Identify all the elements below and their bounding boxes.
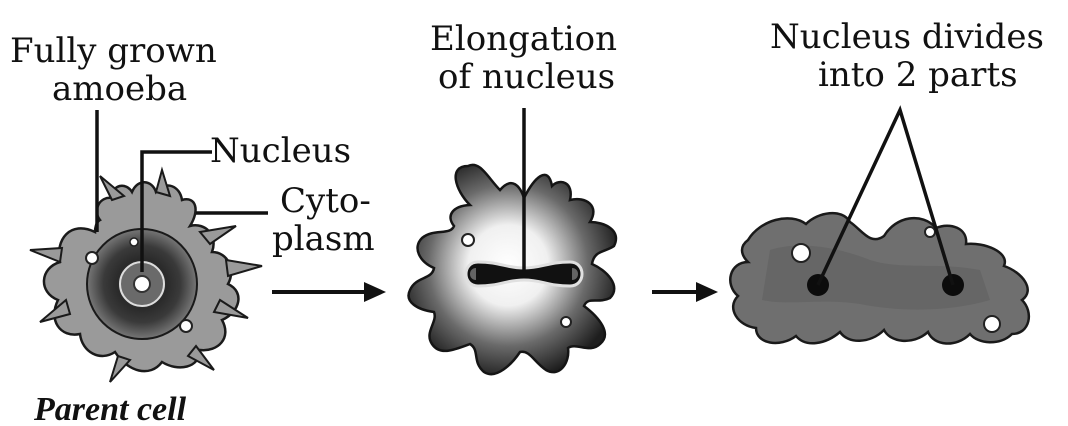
arrow-1: [272, 282, 386, 302]
label-into-2-parts: into 2 parts: [818, 55, 1018, 95]
parent-vacuole-1: [86, 252, 98, 264]
label-amoeba: amoeba: [52, 69, 187, 109]
division-vacuole-3: [984, 316, 1000, 332]
arrow-2: [652, 282, 718, 302]
parent-vacuole-3: [130, 238, 138, 246]
label-nucleus-divides: Nucleus divides: [770, 17, 1044, 57]
elongation-vacuole-2: [561, 317, 571, 327]
label-parent-cell: Parent cell: [33, 391, 187, 426]
parent-cell-group: Fully grown amoeba Nucleus Cyto- plasm P…: [10, 31, 375, 426]
label-plasm: plasm: [272, 219, 375, 259]
elongation-stage-group: Elongation of nucleus: [409, 19, 617, 374]
label-fully-grown: Fully grown: [10, 31, 217, 71]
label-of-nucleus: of nucleus: [438, 57, 615, 97]
elongation-vacuole-1: [462, 234, 474, 246]
label-cyto: Cyto-: [280, 181, 371, 221]
parent-nucleolus: [134, 276, 150, 292]
label-nucleus: Nucleus: [210, 131, 351, 171]
parent-vacuole-2: [180, 320, 192, 332]
division-stage-group: Nucleus divides into 2 parts: [730, 17, 1044, 344]
division-vacuole-2: [925, 227, 935, 237]
division-vacuole-1: [792, 244, 810, 262]
label-elongation: Elongation: [430, 19, 617, 59]
